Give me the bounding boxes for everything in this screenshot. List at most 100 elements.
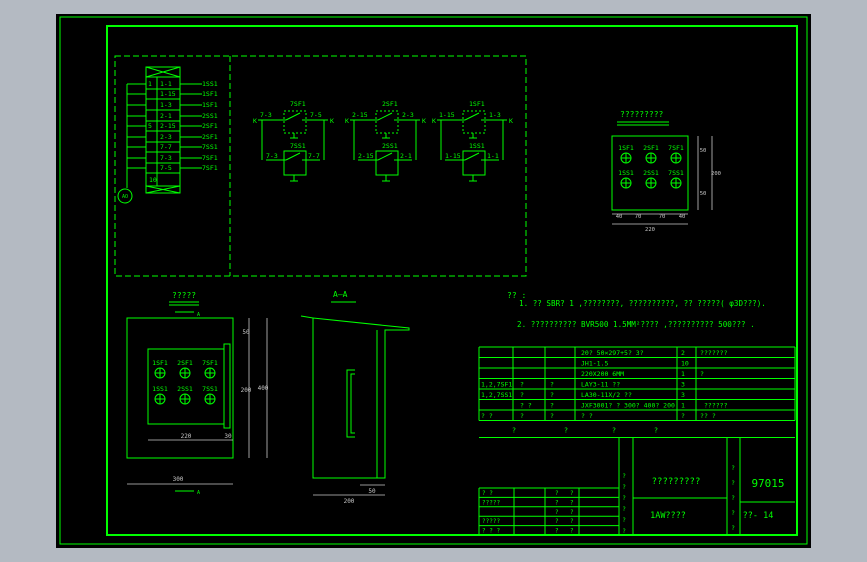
- tb-project-name: ?????????: [652, 477, 701, 487]
- terminal-label: 7-5: [160, 164, 172, 172]
- device-label: 7SF1: [202, 154, 218, 162]
- wire-label: 7-3: [266, 152, 278, 160]
- device-label: 1SF1: [202, 90, 218, 98]
- ammeter-symbol: [117, 188, 133, 204]
- dimension-label: 40: [679, 214, 686, 220]
- switch-contact: [285, 112, 301, 121]
- switch-label: 7SS1: [290, 142, 306, 150]
- bill-of-materials: [478, 346, 796, 438]
- bom-cell-qty: 1: [681, 402, 685, 410]
- switch-label: 7SF1: [290, 100, 306, 108]
- door-handle: [346, 369, 355, 438]
- bom-cell-name: ?: [520, 381, 524, 389]
- tb-sign-label: ? ?: [482, 490, 493, 497]
- panel-layout-title: ?????????: [620, 110, 664, 119]
- terminal-number: 10: [149, 176, 157, 184]
- section-mark-label: A: [197, 490, 200, 496]
- switch-contact: [464, 112, 480, 121]
- device-label: 2SF1: [202, 133, 218, 141]
- wire-label: 7-3: [260, 111, 272, 119]
- dimension-label: 200: [344, 498, 355, 505]
- switch-box: [462, 110, 486, 134]
- dimension-label: 70: [659, 214, 666, 220]
- button-label: 2SF1: [177, 359, 193, 367]
- terminal-number: 5: [148, 122, 152, 130]
- bom-cell-remark: ? ?: [704, 412, 716, 420]
- tb-drawing-name: 1AW????: [650, 511, 686, 521]
- front-view-drawing: [126, 311, 234, 492]
- panel-outline: [611, 135, 689, 211]
- k-terminal-label: K: [330, 117, 334, 125]
- enclosure-roof-line: [300, 315, 314, 319]
- tb-sign-cell: ?: [570, 518, 574, 525]
- bom-footer-cell: ?: [654, 427, 658, 435]
- tb-drawing-number: 97015: [751, 477, 784, 490]
- dimension-label: 220: [645, 227, 655, 233]
- button-label: 1SF1: [618, 144, 634, 152]
- title-block: [478, 437, 795, 535]
- door-handle-grip: [350, 373, 355, 434]
- tb-side-mark: ?: [622, 484, 626, 491]
- switch-contact: [464, 152, 480, 161]
- k-terminal-label: K: [422, 117, 426, 125]
- tb-sign-cell: ?: [555, 528, 559, 535]
- side-view-title: A—A: [333, 290, 348, 299]
- tb-sign-cell: ?: [570, 499, 574, 506]
- bom-cell-code: ? ?: [481, 412, 493, 420]
- button-label: 7SS1: [202, 385, 218, 393]
- enclosure-front-outline: [126, 317, 234, 459]
- terminal-label: 2-1: [160, 112, 172, 120]
- dimension-label: 50: [700, 191, 707, 197]
- button-label: 7SS1: [668, 169, 684, 177]
- wire-label: 2-15: [352, 111, 368, 119]
- terminal-label: 1-3: [160, 101, 172, 109]
- terminal-label: 1-15: [160, 90, 176, 98]
- k-terminal-label: K: [509, 117, 513, 125]
- model-space-background: [56, 14, 811, 548]
- switch-box: [375, 150, 399, 176]
- bom-cell-remark: ??????: [704, 402, 728, 410]
- tb-sign-cell: ?: [570, 490, 574, 497]
- button-label: 1SS1: [152, 385, 168, 393]
- bom-cell-unit: ?: [700, 412, 704, 420]
- tb-sign-cell: ?: [555, 499, 559, 506]
- bom-cell-qty1: ?: [550, 402, 554, 410]
- k-terminal-label: K: [432, 117, 436, 125]
- bom-footer-cell: ?: [612, 427, 616, 435]
- button-label: 1SS1: [618, 169, 634, 177]
- terminal-cap-cross: [145, 185, 181, 194]
- tb-side-mark: ?: [731, 465, 735, 472]
- tb-side-mark: ?: [622, 473, 626, 480]
- bom-cell-spec: JXF3001? ? 300? 400? 200: [581, 402, 675, 410]
- button-label: 1SF1: [152, 359, 168, 367]
- button-label: 7SF1: [202, 359, 218, 367]
- tb-sign-cell: ?: [555, 518, 559, 525]
- tb-side-mark: ?: [622, 528, 626, 535]
- tb-side-mark: ?: [622, 495, 626, 502]
- bom-cell-spec: JH1-1.5: [581, 360, 608, 368]
- button-label: 2SS1: [643, 169, 659, 177]
- tb-side-mark: ?: [622, 517, 626, 524]
- side-view-drawing: [300, 315, 410, 479]
- bom-cell-qty: 2: [681, 349, 685, 357]
- note-line-1: 1. ?? SBR? 1 ,????????, ??????????, ?? ?…: [519, 299, 766, 308]
- dimension-label: 200: [711, 171, 721, 177]
- ammeter-label: AO: [122, 194, 128, 200]
- terminal-label: 7-7: [160, 143, 172, 151]
- terminal-label: 1-1: [160, 80, 172, 88]
- bom-cell-qty1: ?: [550, 391, 554, 399]
- tb-sign-cell: ?: [570, 528, 574, 535]
- dimension-label: 40: [616, 214, 623, 220]
- bom-cell-spec: ? ?: [581, 412, 593, 420]
- terminal-block-body: [145, 66, 181, 194]
- wire-label: 1-3: [489, 111, 501, 119]
- bom-cell-remark: ??????: [704, 349, 728, 357]
- wire-label: 1-15: [439, 111, 455, 119]
- terminal-label: 7-3: [160, 154, 172, 162]
- switch-contact: [377, 152, 393, 161]
- device-label: 2SF1: [202, 122, 218, 130]
- bom-cell-name: ?: [520, 412, 524, 420]
- switch-label: 1SF1: [469, 100, 485, 108]
- button-label: 2SS1: [177, 385, 193, 393]
- tb-side-mark: ?: [731, 495, 735, 502]
